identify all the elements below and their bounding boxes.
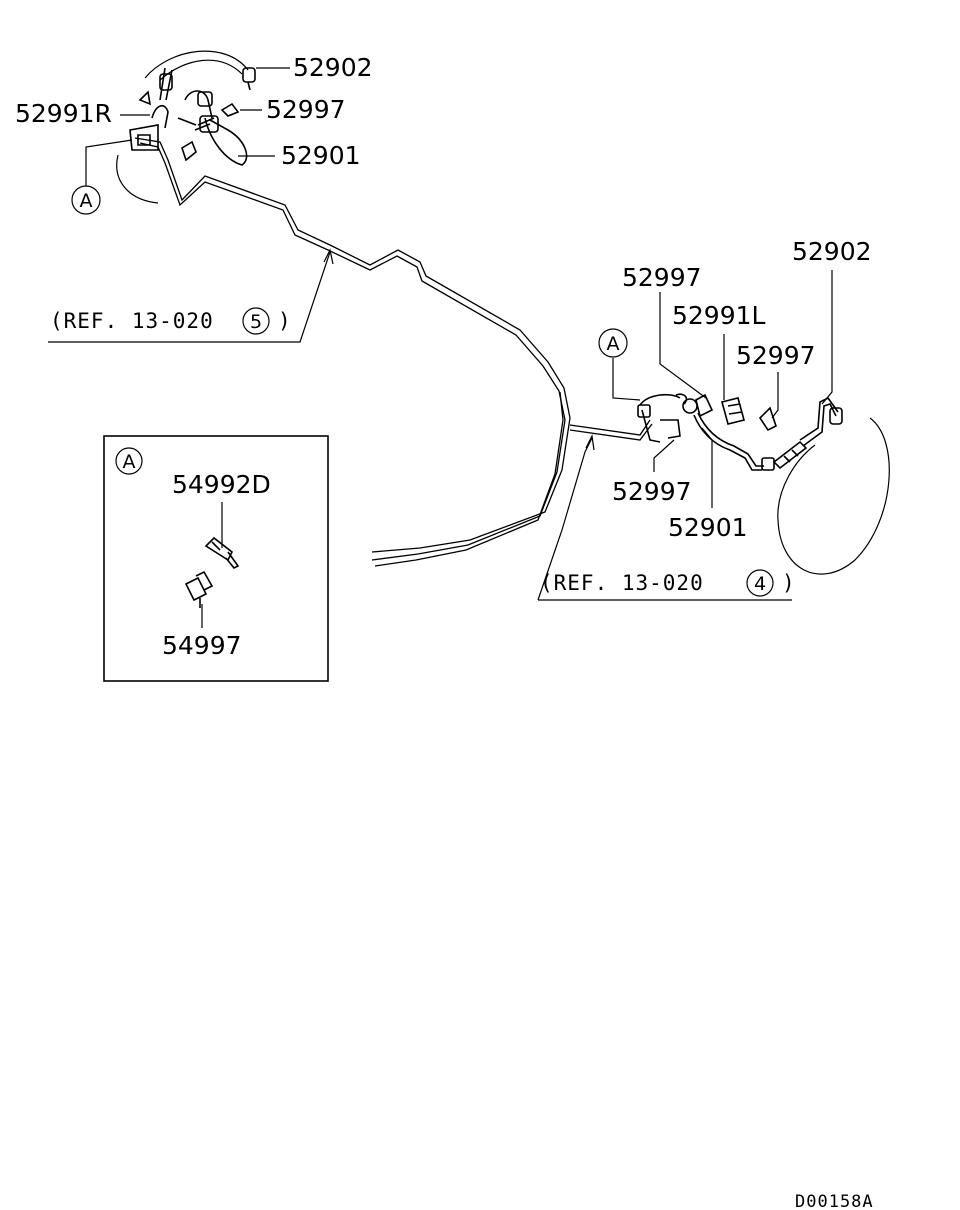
bolt-icon xyxy=(184,570,214,608)
label-52901-top: 52901 xyxy=(281,141,361,170)
main-brake-pipe xyxy=(134,137,653,567)
leader-lines xyxy=(48,67,833,601)
ref-upper-close: ) xyxy=(278,309,292,333)
upper-left-assembly xyxy=(116,50,256,204)
bleeder-valve-icon xyxy=(204,536,240,570)
mid-right-assembly xyxy=(637,393,890,575)
ref-lower-text: (REF. 13-020 xyxy=(540,571,704,595)
label-52997-top: 52997 xyxy=(266,95,346,124)
callout-a-upper-text: A xyxy=(80,190,93,212)
callout-a-mid-text: A xyxy=(607,333,620,355)
ref-upper-number: 5 xyxy=(250,311,262,333)
label-52991r: 52991R xyxy=(15,99,112,128)
label-52997-lower: 52997 xyxy=(612,477,692,506)
drawing-code: D00158A xyxy=(795,1192,874,1210)
ref-lower-close: ) xyxy=(782,571,796,595)
ref-upper-text: (REF. 13-020 xyxy=(50,309,214,333)
label-52991l: 52991L xyxy=(672,301,766,330)
label-52997-mid: 52997 xyxy=(622,263,702,292)
ref-lower-number: 4 xyxy=(754,573,766,595)
detail-box-a: A 54992D 54997 xyxy=(103,435,329,682)
label-52902-right: 52902 xyxy=(792,237,872,266)
callout-a-mid: A xyxy=(598,328,628,358)
ref-lower: (REF. 13-020 4 ) xyxy=(540,569,796,597)
part-labels: 52902 52991R 52997 52901 52997 52991L 52… xyxy=(15,53,872,542)
label-52997-mid-right: 52997 xyxy=(736,341,816,370)
label-54992d: 54992D xyxy=(172,470,271,499)
callout-a-upper: A xyxy=(71,185,101,215)
label-52901-lower: 52901 xyxy=(668,513,748,542)
label-52902-top: 52902 xyxy=(293,53,373,82)
detail-a-text: A xyxy=(123,451,136,473)
label-54997: 54997 xyxy=(162,631,242,660)
ref-upper: (REF. 13-020 5 ) xyxy=(50,307,292,335)
